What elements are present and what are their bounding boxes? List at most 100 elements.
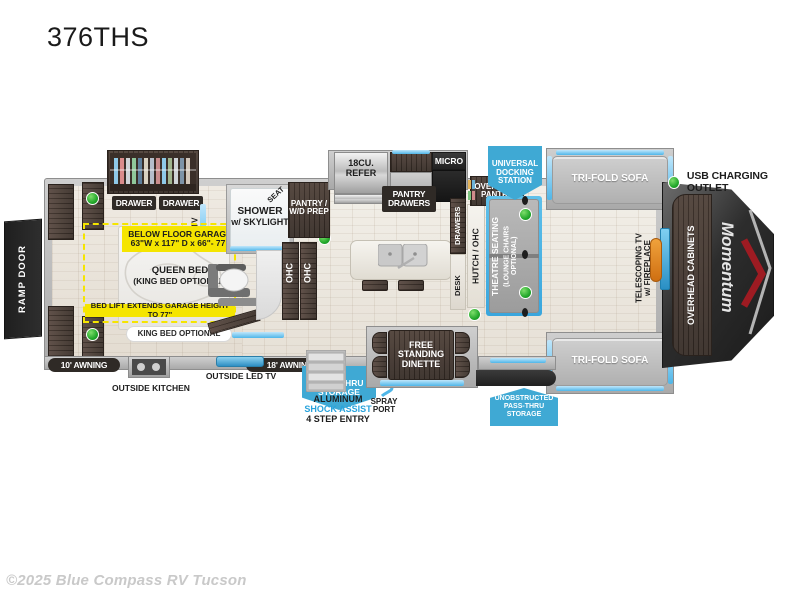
pantry-items-icon [468,180,475,200]
pantry-wd-prep-line1: PANTRY / [290,198,328,208]
bath-door-curve [256,250,282,320]
king-bed-optional-label: KING BED OPTIONAL [126,326,232,342]
page-title: 376THS [47,22,150,52]
momentum-wordmark: Momentum [718,222,737,313]
overhead-pantry-line2: PANTRY [481,190,513,199]
usb-charging-outlet-label: USB CHARGING OUTLET [686,170,768,194]
awning-10-label: 10' AWNING [48,358,120,372]
tri-fold-sofa-top [552,156,668,204]
unobstructed-line1: UNOBSTRUCTED [494,395,554,403]
refer-capacity: 18CU. [348,158,374,169]
telescoping-tv-label: TELESCOPING TV w/ FIREPLACE [632,228,656,308]
bar-stool-1 [362,280,388,291]
usb-outlet-desk [468,308,481,321]
drawer-label-1: DRAWER [112,196,156,210]
usb-outlet-theatre-bottom [519,286,532,299]
spray-port-label: SPRAY PORT [362,396,406,416]
dinette-line1: FREE [408,339,433,350]
desk-label: DESK [453,275,463,297]
pantry-wd-prep-line2: W/D PREP [289,207,329,216]
range-window-strip [392,150,430,154]
kitchen-drawers-column [450,198,466,254]
garage-rear-cabinet-top [48,184,74,240]
unobstructed-line2: PASS-THRU [503,403,545,411]
tri-fold-sofa-top-label: TRI-FOLD SOFA [571,172,649,184]
steps-line3: 4 STEP ENTRY [306,414,370,424]
below-floor-garage-dims: 63"W x 117" D x 66"- 77" [130,238,230,248]
shower-label: SHOWER w/ SKYLIGHT [230,202,290,232]
lounge-chairs-optional-label: (LOUNGE CHAIRS OPTIONAL) [502,202,520,310]
pantry-drawers-line2: DRAWERS [387,198,431,208]
dinette-chair-1 [372,332,387,354]
outside-kitchen-icon [132,359,166,375]
ohc-label-1: OHC [284,263,295,283]
copyright-notice: ©2025 Blue Compass RV Tucson [6,572,247,589]
usb-outlet-theatre-top [519,208,532,221]
usb-charging-legend: USB CHARGING OUTLET [668,170,800,194]
docking-line3: STATION [498,176,532,186]
steps-line2-shock-assist: SHOCK ASSIST [304,404,372,414]
refrigerator-label: 18CU. REFER [334,156,388,182]
docking-line2: DOCKING [496,167,534,177]
theatre-console-mid [522,250,528,259]
sofa-bottom-window [556,386,664,391]
below-floor-garage-label: BELOW FLOOR GARAGE 63"W x 117" D x 66"- … [122,226,238,252]
refer-title: REFER [345,168,377,178]
queen-bed-label: QUEEN BED (KING BED OPTIONAL) [126,262,234,290]
drawers-label: DRAWERS [453,206,463,246]
theatre-seating-label: THEATRE SEATING [490,216,500,296]
bed-lift-label: BED LIFT EXTENDS GARAGE HEIGHT TO 77" [85,302,235,318]
drawer-label-2: DRAWER [159,196,203,210]
overhead-cabinets-label: OVERHEAD CABINETS [686,225,697,325]
refrigerator [334,152,388,194]
pantry-drawers-line1: PANTRY [392,189,426,200]
aluminum-steps-label: ALUMINUM SHOCK ASSIST 4 STEP ENTRY [292,394,384,428]
unobstructed-line3: STORAGE [506,410,542,418]
pantry-drawers-label: PANTRY DRAWERS [382,186,436,212]
usb-outlet-garage-top [86,192,99,205]
tri-fold-sofa-bottom-label: TRI-FOLD SOFA [571,354,649,366]
lounge-optional-line1: (LOUNGE CHAIRS [503,225,511,287]
sofa-top-left-trim [547,156,552,200]
dinette-line3: DINETTE [401,358,441,369]
refrigerator-base [334,194,388,204]
telescoping-tv-line2: w/ FIREPLACE [643,240,652,297]
spray-port-line1: SPRAY [370,396,398,406]
theatre-console-bottom [522,308,528,317]
theatre-console-top [522,196,528,205]
shower-door-track [230,246,290,251]
dinette-window [380,380,464,386]
king-bed-optional-note: (KING BED OPTIONAL) [133,275,227,286]
microwave [432,152,466,170]
theatre-seat-divider [489,254,539,258]
sofa-top-window [556,150,664,155]
below-floor-garage-title: BELOW FLOOR GARAGE [128,229,232,239]
free-standing-dinette-label: FREE STANDING DINETTE [388,336,454,374]
dinette-line2: STANDING [397,349,445,360]
momentum-brand-logo: Momentum [718,209,772,335]
dinette-table [388,330,454,380]
ramp-door-label: RAMP DOOR [16,245,28,313]
toilet-vanity-icon [208,264,266,306]
lounge-optional-line2: OPTIONAL) [511,236,518,276]
lower-storage-window [490,358,546,363]
floorplan-diagram: 30 GAL RAMP DOOR DRAWER DRAWER [0,120,800,440]
hanging-clothes-icon [110,153,196,191]
ohc-cabinet-1 [282,242,299,320]
dinette-chair-3 [455,332,470,354]
shower-skylight-note: w/ SKYLIGHT [231,216,289,227]
overhead-cabinets [672,194,712,356]
spray-port-line2: PORT [372,405,396,414]
usb-outlet-garage-bottom [86,328,99,341]
outside-led-tv-label: OUTSIDE LED TV [205,370,277,381]
hutch-ohc-label: HUTCH / OHC [470,228,481,284]
usb-charging-outlet-icon [668,175,680,189]
fireplace-unit [650,238,662,282]
steps-line1: ALUMINUM [313,394,363,404]
entry-steps-icon [306,350,346,392]
desk-surface [450,254,466,310]
dinette-chair-4 [455,356,470,378]
double-sink-icon [378,244,428,270]
shower-title: SHOWER [237,205,283,217]
garage-rear-cabinet-bottom [48,306,74,362]
